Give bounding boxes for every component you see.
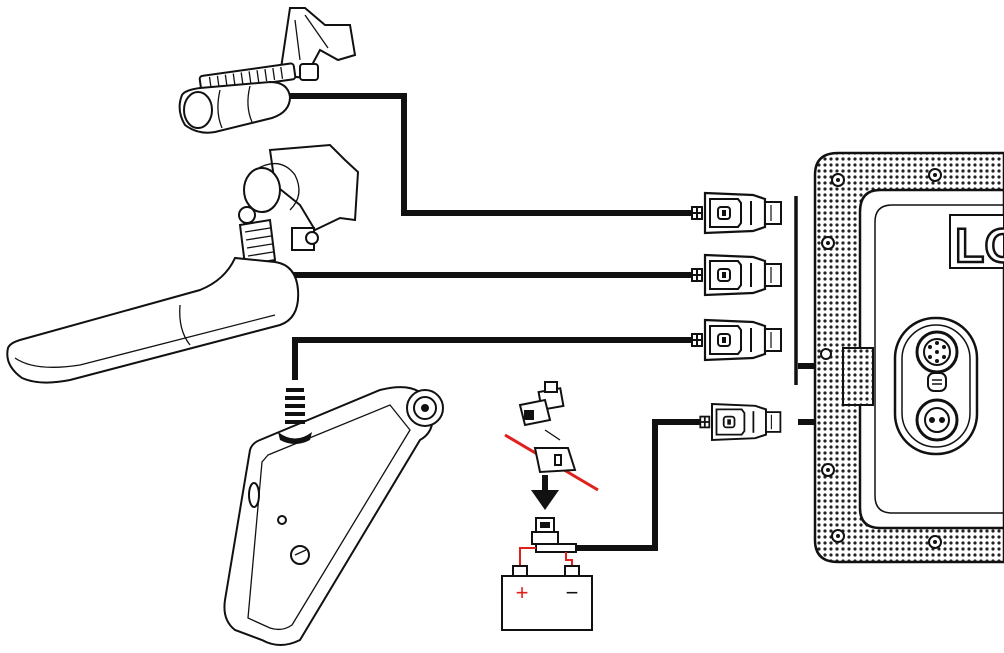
- arrow-down-icon: [531, 475, 559, 510]
- transom-transducer-icon: [178, 7, 357, 134]
- display-brand-text: LO: [955, 220, 1004, 273]
- cable-bracket: [292, 337, 700, 380]
- cable-connector-icon: [689, 191, 783, 235]
- bracket-transducer-icon: [223, 386, 444, 646]
- cable-connector-icon: [698, 403, 782, 441]
- battery-icon: + −: [501, 517, 593, 631]
- battery-negative-symbol: −: [566, 580, 579, 605]
- cable-transom: [283, 93, 700, 216]
- fish-finder-display-icon: LO: [813, 151, 1004, 564]
- cable-connector-icon: [689, 253, 783, 297]
- fuse-holder-icon: [504, 381, 599, 492]
- trolling-motor-transducer-icon: [6, 143, 360, 384]
- battery-positive-symbol: +: [516, 580, 529, 605]
- cable-power: [576, 419, 705, 551]
- cable-connector-icon: [689, 318, 783, 362]
